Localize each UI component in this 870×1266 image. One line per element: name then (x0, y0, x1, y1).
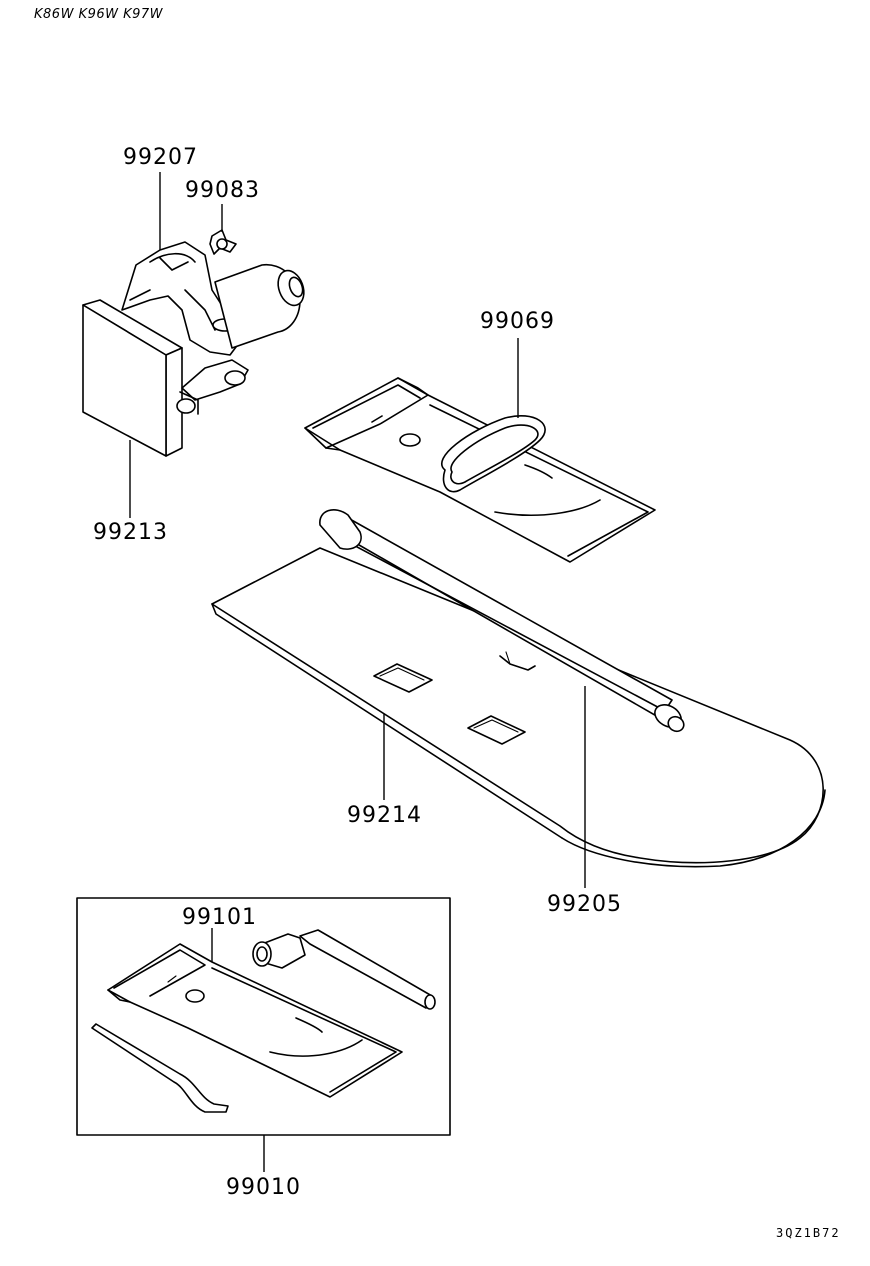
drawing-code: 3QZ1B72 (776, 1226, 841, 1240)
part-label-99213[interactable]: 99213 (93, 520, 168, 545)
jack-handle-drawing (319, 509, 685, 733)
leader-lines (129, 172, 586, 1172)
wing-bolt-drawing (209, 229, 237, 255)
part-label-99214[interactable]: 99214 (347, 803, 422, 828)
holder-bracket-drawing (121, 241, 305, 415)
tray-cover-drawing (211, 547, 826, 868)
jack-holder-assembly (82, 229, 305, 457)
part-label-99010[interactable]: 99010 (226, 1175, 301, 1200)
part-label-99069[interactable]: 99069 (480, 309, 555, 334)
jack-pad-drawing (82, 299, 183, 457)
part-label-99207[interactable]: 99207 (123, 145, 198, 170)
model-codes: K86W K96W K97W (34, 7, 164, 22)
tool-kit-drawing (91, 929, 436, 1113)
part-label-99205[interactable]: 99205 (547, 892, 622, 917)
part-label-99083[interactable]: 99083 (185, 178, 260, 203)
part-label-99101[interactable]: 99101 (182, 905, 257, 930)
tool-bag-drawing (304, 377, 656, 563)
